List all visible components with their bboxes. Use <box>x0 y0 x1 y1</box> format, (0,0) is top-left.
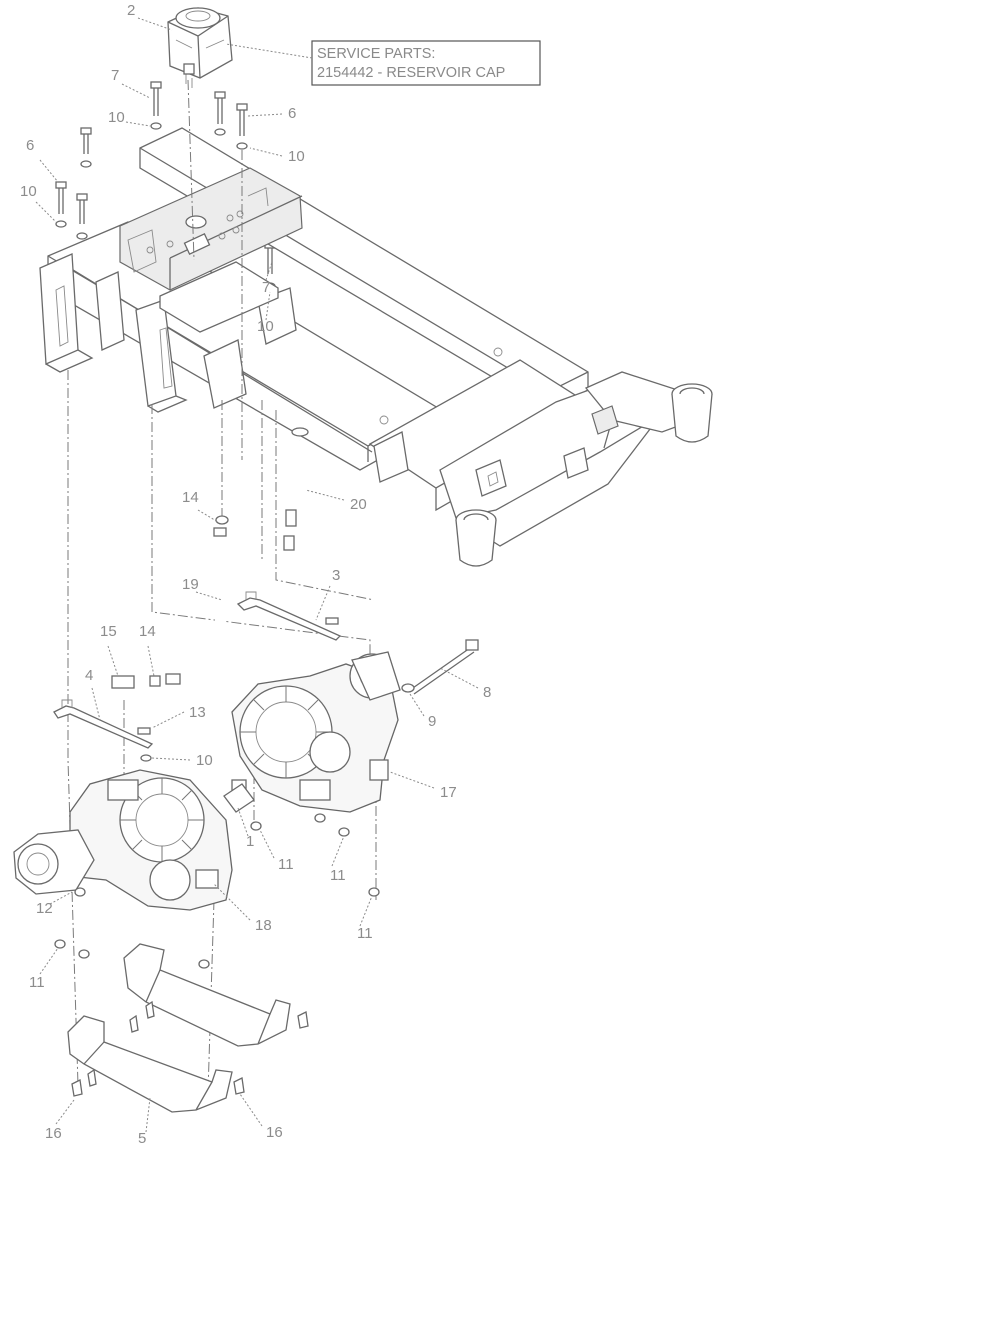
callout-c5: 5 <box>138 1130 146 1147</box>
callout-c10d: 10 <box>257 318 274 335</box>
callout-c15: 15 <box>100 623 117 640</box>
callout-c10e: 10 <box>196 752 213 769</box>
callout-c6b: 6 <box>26 137 34 154</box>
callout-c7b: 7 <box>262 279 270 296</box>
service-note-line1: SERVICE PARTS: <box>317 46 435 62</box>
callout-c16b: 16 <box>266 1124 283 1141</box>
callout-c20: 20 <box>350 496 367 513</box>
callout-c18: 18 <box>255 917 272 934</box>
callout-c4: 4 <box>85 667 93 684</box>
callout-c8: 8 <box>483 684 491 701</box>
callout-c9: 9 <box>428 713 436 730</box>
coupler <box>223 783 255 813</box>
service-note-line2: 2154442 - RESERVOIR CAP <box>317 65 505 81</box>
callout-c13: 13 <box>189 704 206 721</box>
callout-c14b: 14 <box>139 623 156 640</box>
linkage-rods <box>53 591 342 762</box>
callout-c14a: 14 <box>182 489 199 506</box>
axle-bolt <box>401 639 479 695</box>
callout-c16a: 16 <box>45 1125 62 1142</box>
callout-c19: 19 <box>182 576 199 593</box>
reservoir-tank <box>167 7 233 88</box>
upper-bolts <box>55 81 276 290</box>
left-transaxle <box>13 769 233 911</box>
callout-c12: 12 <box>36 900 53 917</box>
callout-c10a: 10 <box>108 109 125 126</box>
leader-lines <box>35 17 479 1133</box>
callout-c3: 3 <box>332 567 340 584</box>
callout-c6a: 6 <box>288 105 296 122</box>
callout-c10b: 10 <box>288 148 305 165</box>
service-note-box: SERVICE PARTS: 2154442 - RESERVOIR CAP <box>225 40 541 86</box>
hoses <box>111 427 309 689</box>
callout-c17: 17 <box>440 784 457 801</box>
callout-c7a: 7 <box>111 67 119 84</box>
callout-c10c: 10 <box>20 183 37 200</box>
callout-c11a: 11 <box>278 856 294 873</box>
callout-c2: 2 <box>127 2 135 19</box>
mower-frame <box>39 127 713 567</box>
bottom-shields <box>67 943 309 1113</box>
right-transaxle <box>231 651 401 813</box>
callout-c11b: 11 <box>330 867 346 884</box>
callout-c11c: 11 <box>357 925 373 942</box>
nuts <box>54 813 380 969</box>
callout-c11d: 11 <box>29 974 45 991</box>
callout-c1: 1 <box>246 833 254 850</box>
